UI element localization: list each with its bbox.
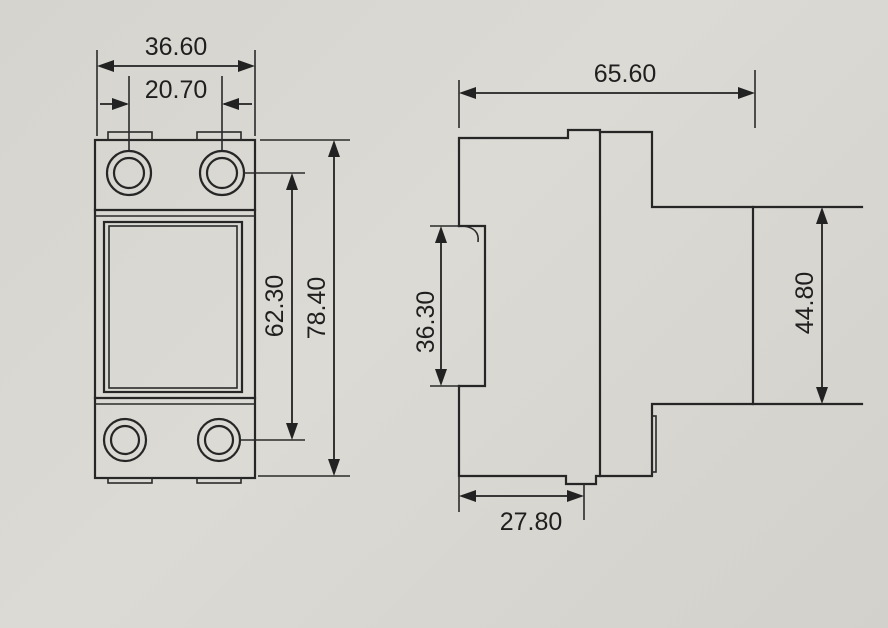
- dim-terminal-height-label: 62.30: [261, 275, 289, 338]
- top-cap-right: [196, 131, 242, 141]
- dim-front-height: 36.30: [412, 225, 459, 387]
- dim-rail-height-label: 44.80: [791, 272, 819, 335]
- front-recess-clip: [462, 225, 480, 243]
- dim-outer-width: 36.60: [96, 33, 256, 136]
- terminal-bottom-right: [196, 417, 242, 463]
- display-window: [102, 220, 244, 394]
- dim-inner-width-label: 20.70: [145, 76, 208, 104]
- side-body-outline: [457, 128, 755, 486]
- dim-outer-width-label: 36.60: [145, 33, 208, 61]
- bottom-cap-left: [107, 477, 153, 484]
- dim-front-height-label: 36.30: [412, 291, 440, 354]
- side-view: 65.60 36.30 44.80 27.80: [412, 60, 864, 536]
- dim-rail-height: 44.80: [791, 207, 828, 404]
- display-window-inner: [108, 225, 238, 389]
- dim-terminal-height: 62.30: [240, 172, 305, 441]
- dim-total-depth-label: 65.60: [594, 60, 657, 88]
- front-view: 36.60 20.70 62.30 78.4: [93, 33, 350, 484]
- dim-rail-offset: 27.80: [458, 476, 585, 536]
- terminal-top-left: [105, 149, 153, 197]
- rear-clip: [651, 415, 657, 473]
- terminal-top-right: [198, 149, 246, 197]
- dim-total-depth: 65.60: [458, 60, 756, 128]
- top-cap-left: [107, 131, 153, 141]
- dim-total-height-label: 78.40: [303, 277, 331, 340]
- front-body-outline: [93, 138, 257, 480]
- front-recess: [457, 224, 487, 388]
- bottom-cap-right: [196, 477, 242, 484]
- dim-inner-width: 20.70: [100, 76, 252, 150]
- dim-rail-offset-label: 27.80: [500, 508, 563, 536]
- terminal-bottom-left: [102, 417, 148, 463]
- dim-total-height: 78.40: [258, 139, 350, 477]
